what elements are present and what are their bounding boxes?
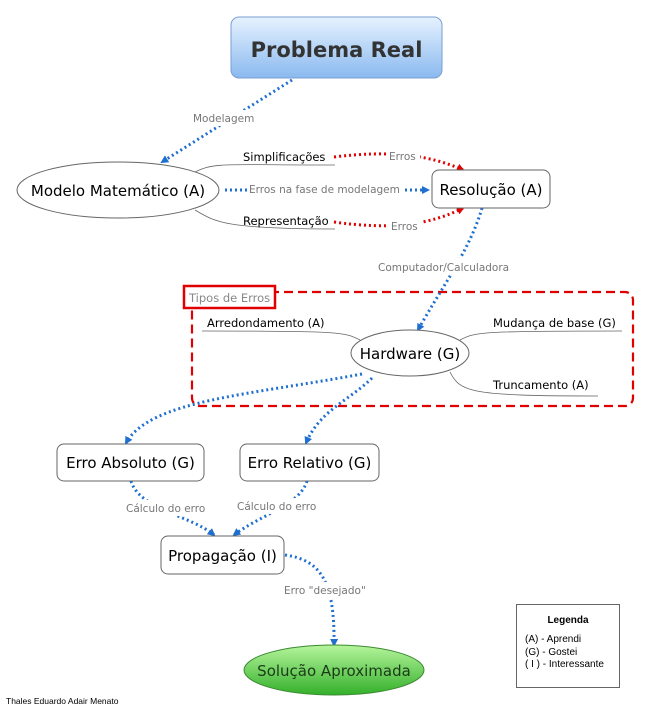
branch-line-arredondamento xyxy=(201,330,361,341)
node-erro-relativo[interactable] xyxy=(239,443,380,482)
node-hardware-label: Hardware (G) xyxy=(360,345,461,363)
edge-label-erros-fase-modelagem: Erros na fase de modelagem xyxy=(249,184,400,196)
branch-line-mudanca-base xyxy=(459,330,623,341)
legend-title: Legenda xyxy=(547,615,589,626)
node-propagacao[interactable] xyxy=(160,535,285,575)
branch-truncamento: Truncamento (A) xyxy=(492,378,589,392)
branch-line-truncamento xyxy=(449,371,599,397)
author-credit: Thales Eduardo Adair Menato xyxy=(6,696,119,706)
edge-label-erros-simplificacoes: Erros xyxy=(389,151,416,163)
node-solucao-aproximada-label: Solução Aproximada xyxy=(257,662,411,680)
node-erro-absoluto-label: Erro Absoluto (G) xyxy=(66,454,195,472)
arrow-hardware-erro-relativo xyxy=(304,376,374,445)
node-erro-relativo-label: Erro Relativo (G) xyxy=(248,454,372,472)
node-resolucao-label: Resolução (A) xyxy=(440,181,543,199)
node-modelo-matematico-label: Modelo Matemático (A) xyxy=(31,182,205,200)
edge-label-computador: Computador/Calculadora xyxy=(378,262,509,274)
tipos-de-erros-group xyxy=(190,290,635,408)
arrow-calculo-erro-1 xyxy=(129,480,216,537)
edge-label-calculo-erro-2: Cálculo do erro xyxy=(237,501,316,513)
tipos-de-erros-label-box xyxy=(182,284,277,310)
node-hardware[interactable] xyxy=(350,329,470,377)
legend-item: ( I ) - Interessante xyxy=(525,659,604,670)
node-problema-real[interactable] xyxy=(230,16,443,79)
branch-mudanca-base: Mudança de base (G) xyxy=(493,316,616,330)
edge-label-erro-desejado: Erro "desejado" xyxy=(284,585,366,597)
edge-label-modelagem: Modelagem xyxy=(193,113,254,125)
branch-simplificacoes: Simplificações xyxy=(243,150,325,164)
node-erro-absoluto[interactable] xyxy=(56,443,205,482)
branch-representacao: Representação xyxy=(243,214,329,228)
arrow-hardware-erro-absoluto xyxy=(124,372,363,445)
node-problema-real-label: Problema Real xyxy=(251,38,423,62)
node-propagacao-label: Propagação (I) xyxy=(168,547,277,565)
legend-item: (G) - Gostei xyxy=(525,646,578,658)
branch-arredondamento: Arredondamento (A) xyxy=(207,316,325,330)
legend-items: (A) - Aprendi (G) - Gostei ( I ) - Inter… xyxy=(517,634,619,672)
edge-label-calculo-erro-1: Cálculo do erro xyxy=(126,503,205,515)
edge-label-erros-representacao: Erros xyxy=(391,221,418,233)
arrow-erro-desejado xyxy=(284,553,339,647)
tipos-de-erros-label: Tipos de Erros xyxy=(188,291,270,305)
legend-item: (A) - Aprendi xyxy=(525,634,582,645)
node-resolucao[interactable] xyxy=(431,169,551,209)
node-modelo-matematico[interactable] xyxy=(16,161,220,219)
branch-line-simplificacoes xyxy=(194,164,336,173)
legend: Legenda (A) - Aprendi (G) - Gostei ( I )… xyxy=(516,604,620,688)
branch-line-representacao xyxy=(194,209,336,230)
node-solucao-aproximada[interactable] xyxy=(243,644,425,696)
